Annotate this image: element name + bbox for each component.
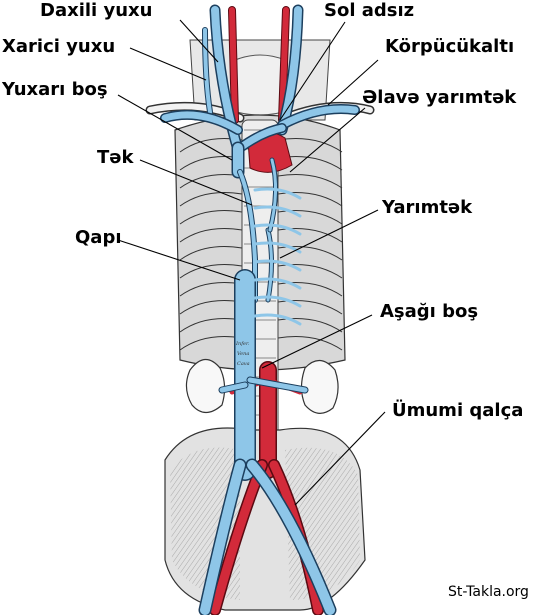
rib-l-4 [179, 192, 243, 207]
label-korpucukalti: Körpücükaltı [385, 36, 515, 57]
leader-sol-adsiz [279, 21, 346, 121]
rib-r-8 [277, 264, 343, 279]
label-asagi-bos: Aşağı boş [380, 301, 479, 322]
rib-r-10 [277, 300, 343, 315]
rib-l-5 [179, 210, 243, 225]
rib-l-6 [179, 228, 243, 243]
label-tek: Tək [97, 147, 134, 168]
leader-asagi-bos [261, 314, 373, 369]
leader-korpucukalti [327, 59, 379, 106]
leader-daxili-yuxu [179, 19, 219, 63]
ivc-caption-line2: Vena [237, 351, 249, 357]
rib-r-3 [277, 174, 343, 189]
ivc-caption-line3: Cava [237, 361, 250, 367]
veins [160, 4, 360, 615]
leader-tek [139, 159, 253, 206]
leader-qapi [117, 239, 241, 281]
label-daxili-yuxu: Daxili yuxu [40, 0, 153, 21]
leader-umumi-qalca [294, 411, 386, 506]
label-xarici-yuxu: Xarici yuxu [2, 36, 116, 57]
rib-l-8 [179, 264, 243, 279]
watermark: St-Takla.org [448, 584, 529, 600]
intercostal-vein-5 [253, 259, 302, 272]
kidney-right [300, 359, 339, 414]
intercostal-vein-2 [253, 205, 302, 218]
rib-r-9 [277, 282, 343, 297]
rib-r-11 [277, 318, 343, 333]
intercostal-vein-1 [253, 187, 302, 200]
kidney-left [185, 358, 226, 414]
label-yarimtek: Yarımtək [382, 197, 473, 218]
leader-yuxari-bos [117, 94, 233, 161]
rib-r-6 [277, 228, 343, 243]
rib-r-5 [277, 210, 343, 225]
label-qapi: Qapı [75, 227, 122, 248]
intercostal-vein-3 [253, 223, 302, 236]
label-umumi-qalca: Ümumi qalça [392, 400, 524, 421]
intercostal-vein-8 [253, 313, 302, 326]
label-sol-adsiz: Sol adsız [324, 0, 415, 21]
ivc-caption-line1: Infer. [235, 341, 250, 347]
leader-xarici-yuxu [129, 47, 207, 81]
label-elave-yarimtek: Əlavə yarımtək [362, 87, 517, 108]
rib-r-7 [277, 246, 343, 261]
rib-r-4 [277, 192, 343, 207]
rib-l-7 [179, 246, 243, 261]
intercostal-vein-6 [253, 277, 302, 290]
leader-lines [117, 19, 386, 506]
intercostal-vein-7 [253, 295, 302, 308]
label-yuxari-bos: Yuxarı boş [2, 79, 108, 100]
leader-yarimtek [279, 209, 379, 259]
leader-elave-yarimtek [289, 107, 366, 173]
rib-r-12 [277, 336, 343, 351]
